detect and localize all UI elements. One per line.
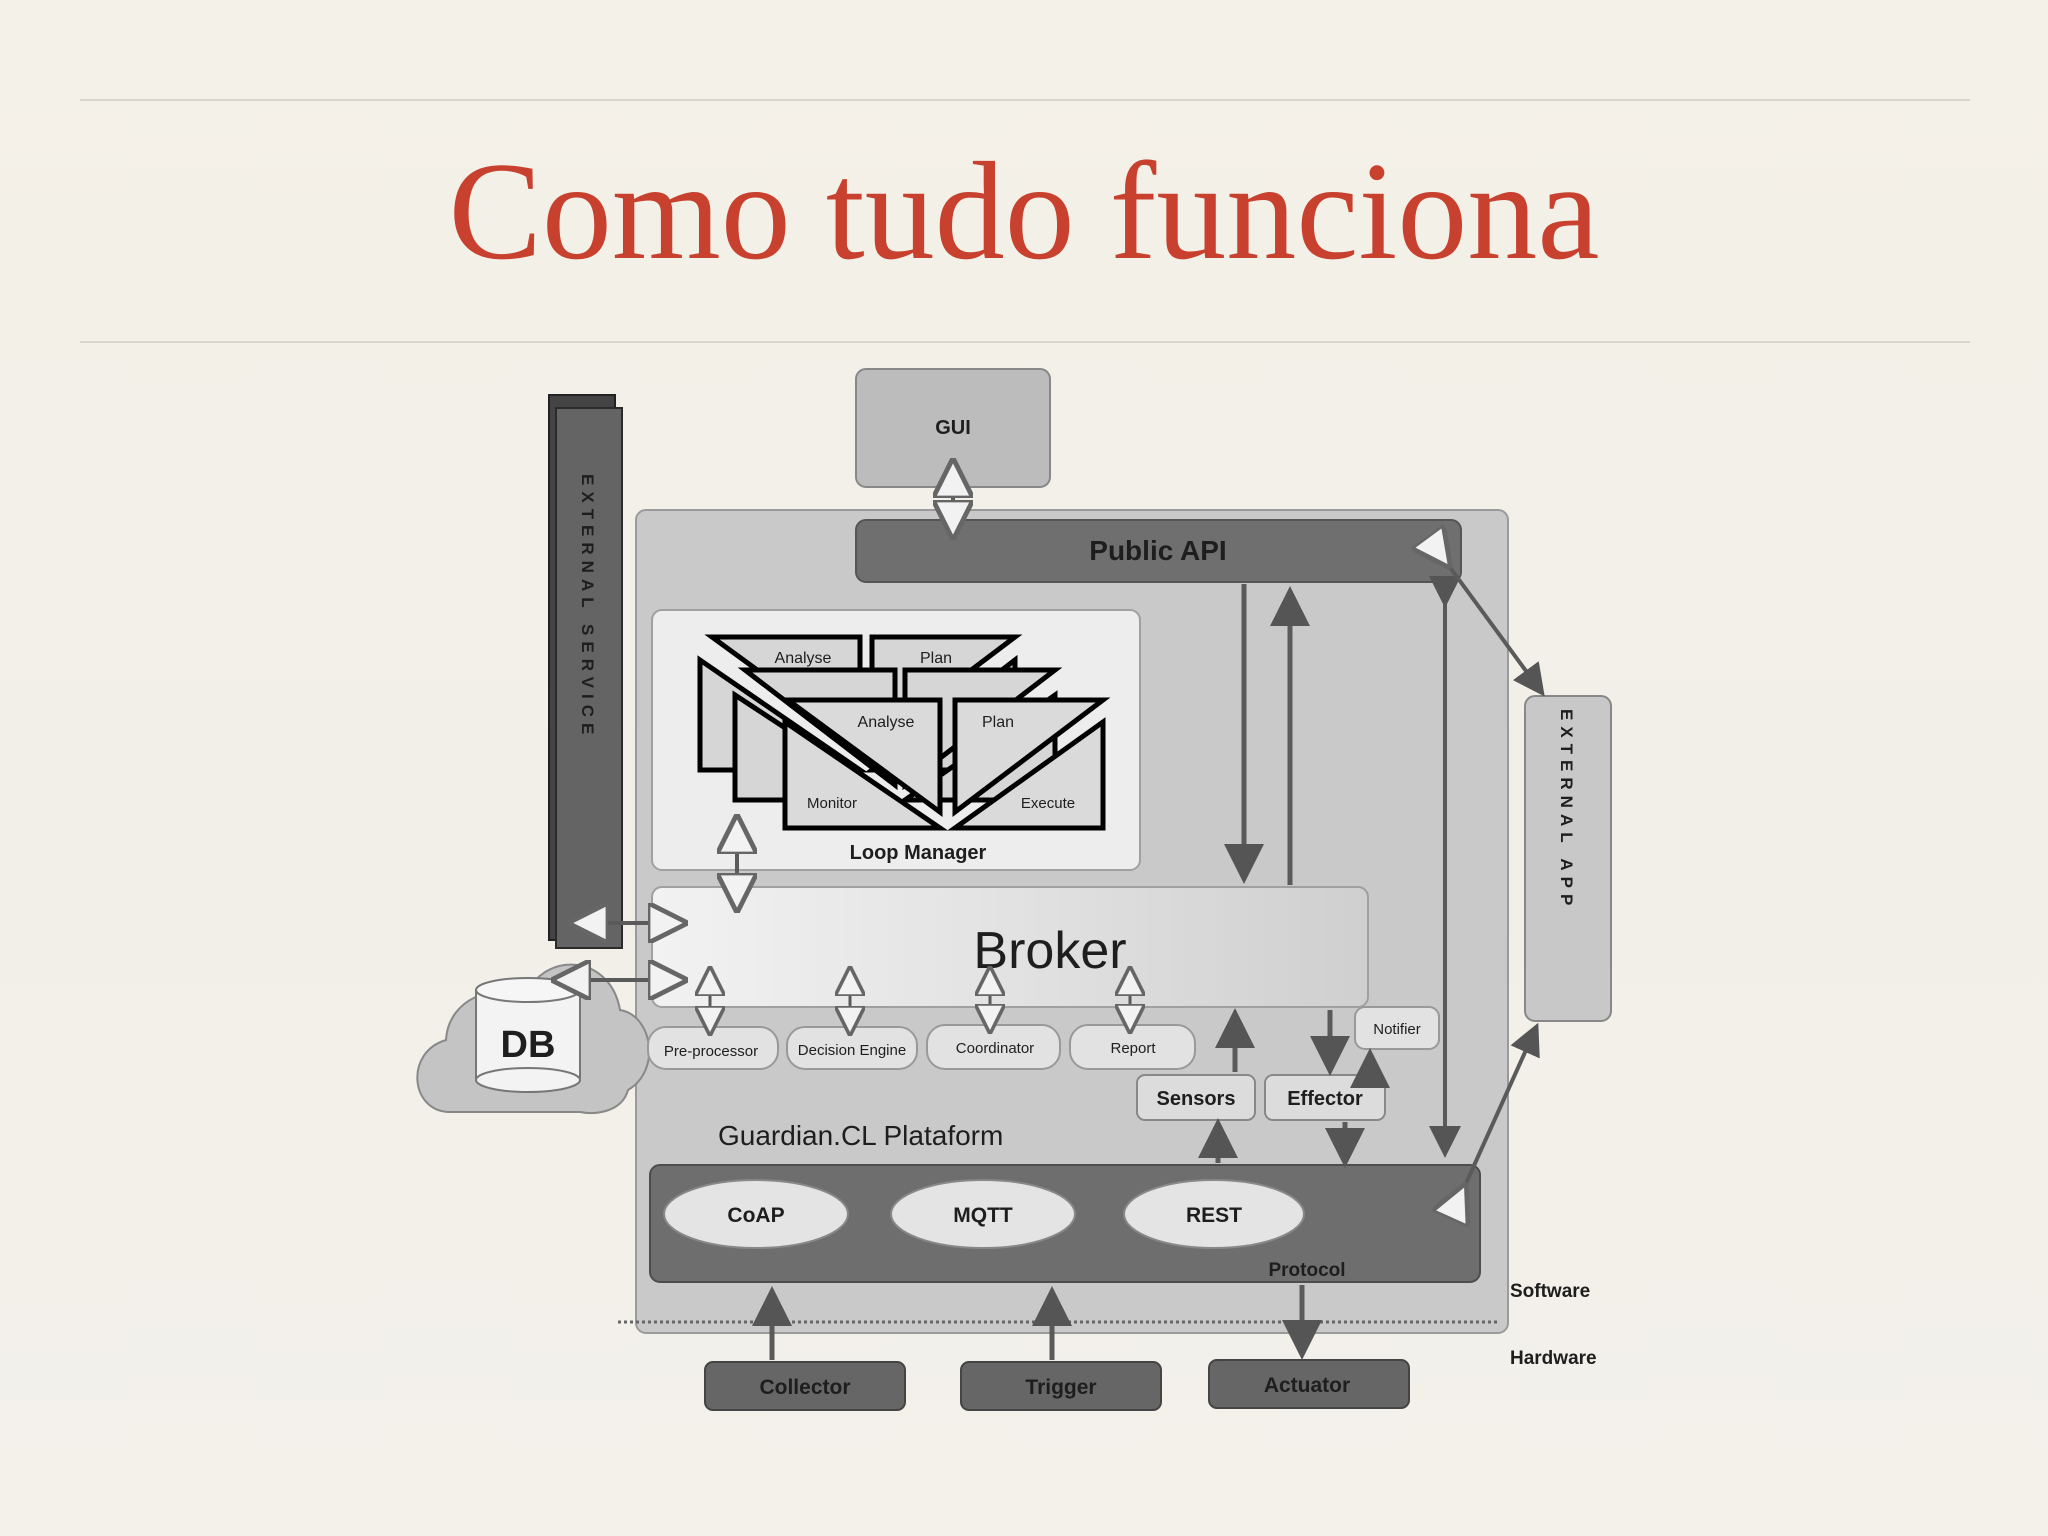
external-service-box: EXTERNAL SERVICE bbox=[548, 394, 623, 949]
title-rule bbox=[80, 341, 1970, 343]
connector-arrows bbox=[583, 490, 1540, 1360]
protocol-rest: REST bbox=[1186, 1204, 1242, 1227]
module-report: Report bbox=[1110, 1040, 1156, 1057]
collector-label: Collector bbox=[759, 1376, 850, 1399]
protocol-bar: CoAP MQTT REST Protocol bbox=[649, 1164, 1481, 1283]
loop-manager-label: Loop Manager bbox=[850, 842, 987, 864]
protocol-label: Protocol bbox=[1268, 1260, 1345, 1281]
device-trigger: Trigger bbox=[960, 1361, 1162, 1411]
stage-monitor: Monitor bbox=[807, 795, 857, 812]
external-app-box: EXTERNAL APP bbox=[1524, 695, 1612, 1022]
broker-label: Broker bbox=[973, 922, 1126, 980]
external-service-label: EXTERNAL SERVICE bbox=[578, 474, 597, 740]
actuator-label: Actuator bbox=[1264, 1374, 1350, 1397]
mape-loop-icons bbox=[697, 634, 1111, 831]
top-rule bbox=[80, 99, 1970, 101]
external-app-label: EXTERNAL APP bbox=[1557, 709, 1576, 911]
software-label: Software bbox=[1510, 1281, 1590, 1302]
slide-title: Como tudo funciona bbox=[448, 134, 1600, 289]
sensors-box: Sensors bbox=[1136, 1074, 1256, 1121]
broker-box: Broker bbox=[651, 886, 1369, 1008]
public-api-bar: Public API bbox=[855, 519, 1462, 583]
stage-execute: Execute bbox=[1021, 795, 1075, 812]
protocol-coap: CoAP bbox=[727, 1204, 784, 1227]
platform-label: Guardian.CL Plataform bbox=[718, 1120, 1003, 1151]
public-api-label: Public API bbox=[1089, 535, 1226, 566]
module-decision-engine: Decision Engine bbox=[798, 1042, 906, 1059]
trigger-label: Trigger bbox=[1025, 1376, 1096, 1399]
stage-plan-back: Plan bbox=[920, 650, 952, 667]
hardware-label: Hardware bbox=[1510, 1348, 1597, 1369]
effector-box: Effector bbox=[1264, 1074, 1386, 1121]
device-actuator: Actuator bbox=[1208, 1359, 1410, 1409]
effector-label: Effector bbox=[1287, 1088, 1363, 1110]
db-label: DB bbox=[501, 1024, 556, 1066]
module-coordinator: Coordinator bbox=[956, 1040, 1034, 1057]
protocol-mqtt: MQTT bbox=[953, 1204, 1013, 1227]
stage-analyse: Analyse bbox=[858, 714, 915, 731]
stage-analyse-back: Analyse bbox=[775, 650, 832, 667]
gui-label: GUI bbox=[935, 417, 971, 439]
sensors-label: Sensors bbox=[1157, 1088, 1236, 1110]
stage-plan: Plan bbox=[982, 714, 1014, 731]
gui-box: GUI bbox=[855, 368, 1051, 488]
db-cloud: DB bbox=[416, 963, 651, 1114]
device-collector: Collector bbox=[704, 1361, 906, 1411]
loop-manager-box: Analyse Plan Analyse Plan Monitor Execut… bbox=[651, 609, 1141, 871]
notifier-label: Notifier bbox=[1373, 1021, 1421, 1038]
module-pre-processor: Pre-processor bbox=[664, 1043, 758, 1060]
notifier-box: Notifier bbox=[1354, 1006, 1440, 1050]
